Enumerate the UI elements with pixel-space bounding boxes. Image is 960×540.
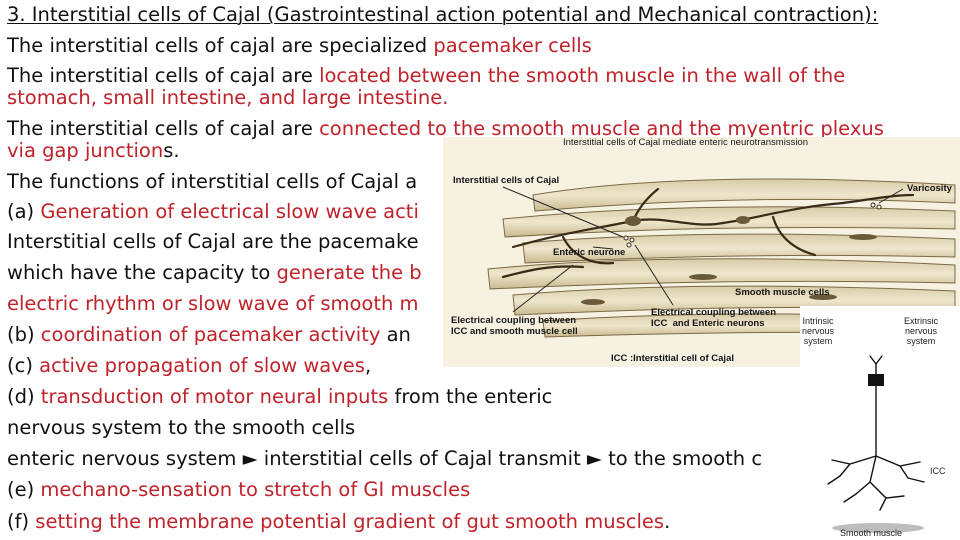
- highlight-text: coordination of pacemaker activity: [40, 323, 381, 346]
- highlight-text: stomach, small intestine, and large inte…: [7, 86, 449, 109]
- body-text: s.: [163, 139, 180, 162]
- diagram-coupling-icc-smc: Electrical coupling between ICC and smoo…: [451, 315, 578, 337]
- highlight-text: connected to the smooth muscle and the m…: [319, 117, 884, 140]
- slide-title: 3. Interstitial cells of Cajal (Gastroin…: [7, 3, 878, 27]
- extrinsic-label: Extrinsic nervous system: [904, 316, 939, 346]
- diagram-coupling-icc-en: Electrical coupling between ICC and Ente…: [651, 307, 777, 329]
- body-text: nervous system to the smooth cells: [7, 416, 356, 439]
- text-line: The interstitial cells of cajal are conn…: [7, 117, 884, 141]
- body-text: (c): [7, 354, 40, 377]
- body-text: from the enteric: [388, 385, 553, 408]
- body-text: (a): [7, 200, 41, 223]
- body-text: 3. Interstitial cells of Cajal (Gastroin…: [7, 3, 879, 26]
- smooth-muscle-label: Smooth muscle: [840, 528, 903, 538]
- text-line: (a) Generation of electrical slow wave a…: [7, 200, 419, 224]
- highlight-text: transduction of motor neural inputs: [40, 385, 389, 408]
- text-line: The interstitial cells of cajal are spec…: [7, 34, 592, 58]
- body-text: The interstitial cells of cajal are: [7, 64, 320, 87]
- highlight-text: electric rhythm or slow wave of smooth m: [7, 292, 419, 315]
- body-text: (f): [7, 510, 36, 533]
- body-text: .: [664, 510, 671, 533]
- diagram-footer: ICC :Interstitial cell of Cajal: [611, 353, 734, 364]
- text-line: (d) transduction of motor neural inputs …: [7, 385, 552, 409]
- highlight-text: located between the smooth muscle in the…: [319, 64, 846, 87]
- highlight-text: generate the b: [276, 261, 422, 284]
- highlight-text: mechano-sensation to stretch of GI muscl…: [40, 478, 471, 501]
- diagram-header: Interstitial cells of Cajal mediate ente…: [563, 137, 808, 148]
- body-text: The functions of interstitial cells of C…: [7, 170, 418, 193]
- diagram-smooth-muscle-label: Smooth muscle cells: [735, 287, 830, 298]
- diagram-enteric-neurone-label: Enteric neurone: [553, 247, 626, 258]
- text-line: (b) coordination of pacemaker activity a…: [7, 323, 411, 347]
- body-text: The interstitial cells of cajal are spec…: [7, 34, 434, 57]
- neuron-diagram-drawing: [827, 355, 925, 533]
- neuron-diagram: Intrinsic nervous system Extrinsic nervo…: [800, 306, 960, 540]
- highlight-text: via gap junction: [7, 139, 164, 162]
- diagram-icc-label: Interstitial cells of Cajal: [453, 175, 560, 186]
- highlight-text: active propagation of slow waves: [39, 354, 365, 377]
- body-text: The interstitial cells of cajal are: [7, 117, 320, 140]
- body-text: an: [380, 323, 411, 346]
- text-line: (e) mechano-sensation to stretch of GI m…: [7, 478, 470, 502]
- text-line: stomach, small intestine, and large inte…: [7, 86, 448, 110]
- text-line: which have the capacity to generate the …: [7, 261, 422, 285]
- highlight-text: setting the membrane potential gradient …: [35, 510, 665, 533]
- highlight-text: pacemaker cells: [433, 34, 592, 57]
- body-text: (b): [7, 323, 41, 346]
- body-text: (d): [7, 385, 41, 408]
- body-text: which have the capacity to: [7, 261, 277, 284]
- body-text: (e): [7, 478, 41, 501]
- text-line: The interstitial cells of cajal are loca…: [7, 64, 845, 88]
- text-line: The functions of interstitial cells of C…: [7, 170, 417, 194]
- text-line: electric rhythm or slow wave of smooth m: [7, 292, 419, 316]
- body-text: enteric nervous system ► interstitial ce…: [7, 447, 763, 470]
- body-text: ,: [364, 354, 372, 377]
- text-line: nervous system to the smooth cells: [7, 416, 355, 440]
- highlight-text: Generation of electrical slow wave acti: [40, 200, 419, 223]
- text-line: (f) setting the membrane potential gradi…: [7, 510, 670, 534]
- diagram-varicosity-label: Varicosity: [907, 183, 952, 194]
- body-text: Interstitial cells of Cajal are the pace…: [7, 230, 419, 253]
- text-line: enteric nervous system ► interstitial ce…: [7, 447, 762, 471]
- intrinsic-label: Intrinsic nervous system: [802, 316, 835, 346]
- text-line: via gap junctions.: [7, 139, 180, 163]
- text-line: Interstitial cells of Cajal are the pace…: [7, 230, 419, 254]
- text-line: (c) active propagation of slow waves,: [7, 354, 371, 378]
- icc-label: ICC: [930, 466, 946, 476]
